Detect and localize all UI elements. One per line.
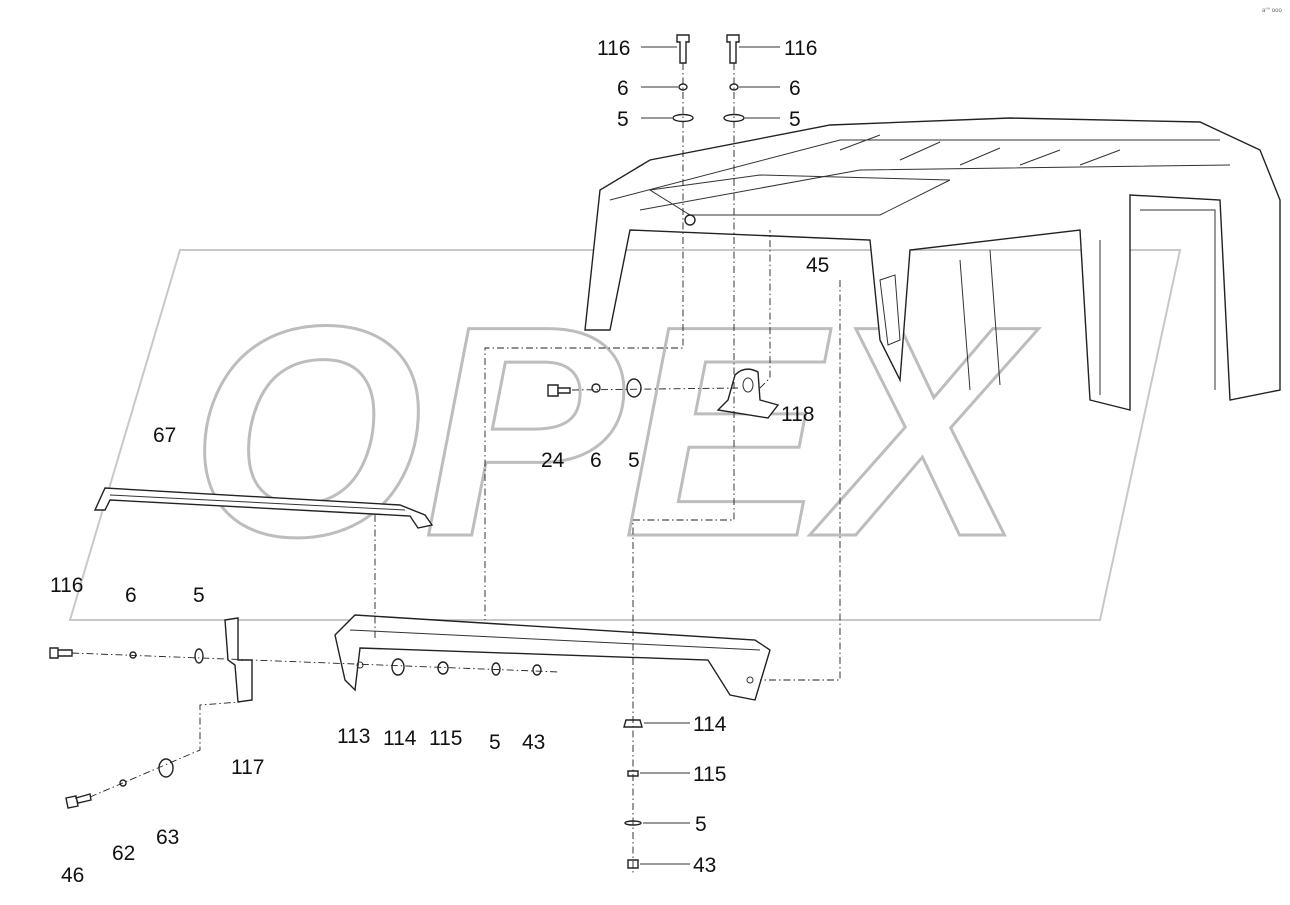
bolt-24 [547, 384, 559, 397]
watermark-frame [68, 249, 1182, 621]
centre-fasteners [547, 368, 780, 419]
stack-leaders [640, 722, 690, 865]
label-113: 113 [337, 725, 370, 748]
label-116-top-right: 116 [784, 37, 817, 60]
roof-edge-line-2 [639, 164, 1231, 211]
axis-centre [571, 387, 739, 391]
bracket-118-hole [742, 377, 754, 393]
rail-67 [93, 487, 434, 529]
axis-right-top [632, 63, 735, 875]
axis-horizontal [71, 652, 561, 673]
label-115-beam: 115 [429, 727, 462, 750]
washer-5-centre [626, 378, 642, 398]
beam-edge [349, 629, 761, 651]
nut-114-stack [623, 719, 643, 728]
washer-5-beam [491, 662, 501, 676]
label-115-stack: 115 [693, 763, 726, 786]
rail-67-edge [109, 494, 406, 511]
label-43-stack: 43 [693, 854, 716, 877]
bracket-118 [716, 368, 780, 419]
bolt-116-left [676, 34, 690, 64]
label-114-beam: 114 [383, 727, 417, 750]
bolt-46 [65, 793, 92, 809]
top-leaders [641, 46, 780, 119]
nut-114 [391, 658, 405, 676]
label-45: 45 [806, 254, 829, 277]
beam-hole-right [746, 676, 754, 684]
roof-hole-left [684, 214, 696, 226]
bracket-117 [224, 617, 253, 703]
nut-43 [532, 664, 542, 676]
label-46: 46 [61, 864, 84, 887]
beam-body [334, 614, 771, 701]
label-116-left: 116 [50, 574, 83, 597]
top-fasteners [641, 34, 780, 123]
label-6-top-right: 6 [789, 77, 801, 100]
roof-edge-line [609, 139, 1220, 201]
washer-6-centre [591, 383, 601, 393]
label-5-beam: 5 [489, 731, 501, 754]
nut-115-stack [627, 770, 639, 777]
cab-roof-body [584, 117, 1281, 411]
callout-labels: 116 116 6 6 5 5 45 118 24 6 5 67 116 6 5… [50, 37, 829, 887]
vertical-fasteners [623, 719, 690, 869]
cab-roof [584, 117, 1281, 411]
nut-115 [437, 661, 449, 675]
label-5-top-left: 5 [617, 108, 629, 131]
bolt-116-right [726, 34, 740, 64]
label-5-stack: 5 [695, 813, 707, 836]
bolt-24-shank [557, 387, 571, 394]
label-116-top-left: 116 [597, 37, 630, 60]
corner-mark: a°° ooo [1262, 8, 1282, 14]
label-43-beam: 43 [522, 731, 545, 754]
label-118: 118 [781, 403, 814, 426]
bolt-116-lower [49, 647, 73, 659]
rail-67-body [93, 487, 434, 529]
cab-pillars [959, 209, 1216, 395]
roof-ribs [839, 134, 1121, 166]
axis-lower [89, 701, 241, 798]
beam [334, 614, 771, 701]
axis-left-top [484, 63, 684, 620]
axis-118 [759, 230, 771, 389]
label-114-stack: 114 [693, 713, 727, 736]
label-6-centre: 6 [590, 449, 602, 472]
washer-6-right [729, 83, 739, 91]
label-6-left: 6 [125, 584, 137, 607]
washer-6-left [678, 83, 688, 91]
left-fasteners [49, 617, 542, 809]
axis-45 [760, 280, 841, 681]
label-67: 67 [153, 424, 176, 447]
watermark-text: OPEX [190, 263, 1039, 599]
label-24: 24 [541, 449, 565, 472]
washer-5-lower [194, 648, 204, 664]
label-62: 62 [112, 842, 135, 865]
roof-bracket-45 [879, 274, 901, 346]
label-63: 63 [156, 826, 179, 849]
label-5-top-right: 5 [789, 108, 801, 131]
label-5-centre: 5 [628, 449, 640, 472]
beam-hole-left [356, 661, 364, 669]
assembly-lines [71, 63, 841, 875]
watermark: OPEX [68, 249, 1182, 621]
washer-63 [158, 758, 174, 778]
label-117: 117 [231, 756, 264, 779]
label-5-left: 5 [193, 584, 205, 607]
label-6-top-left: 6 [617, 77, 629, 100]
